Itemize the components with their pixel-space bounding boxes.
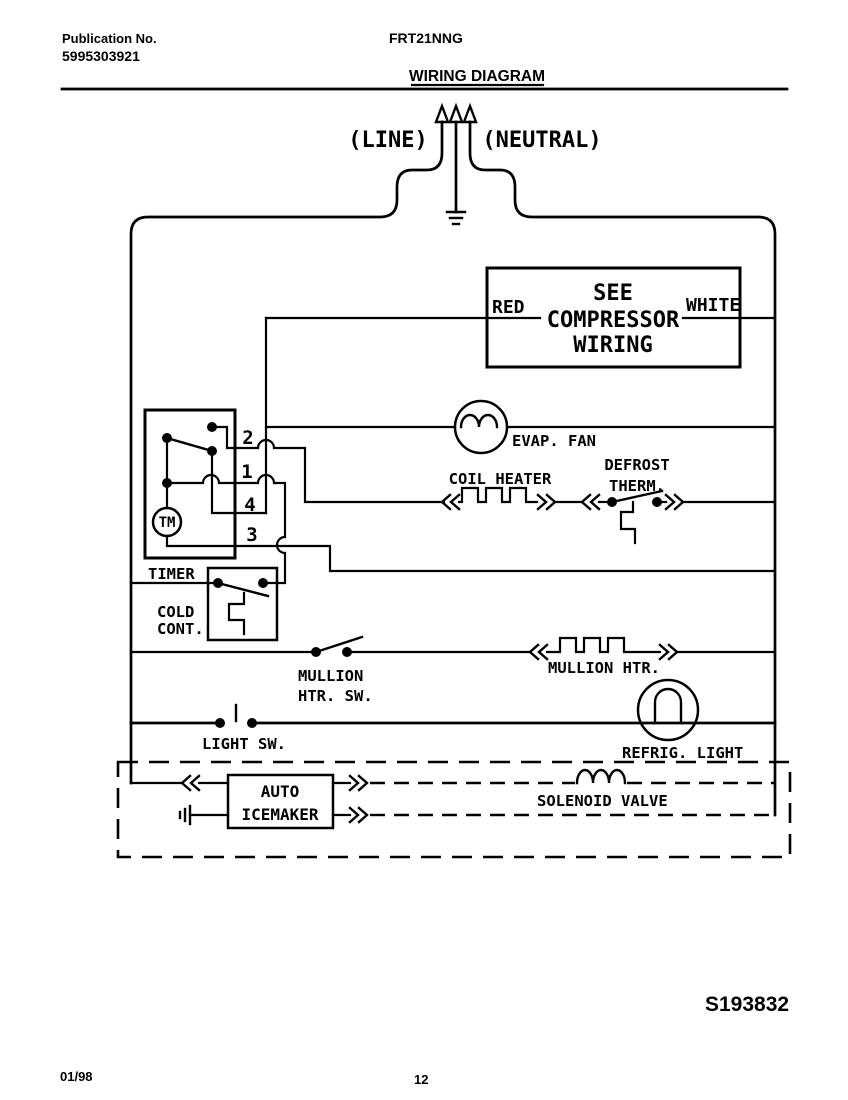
timer-contact-dot	[162, 433, 172, 443]
timer-label: TIMER	[148, 565, 195, 583]
footer-date: 01/98	[60, 1069, 93, 1084]
timer-assembly: TM 2 1 4 3 TIMER	[143, 316, 777, 585]
plug-prong-ground-icon	[448, 102, 464, 124]
publication-number: 5995303921	[62, 48, 140, 64]
timer-contact-dot	[162, 478, 172, 488]
timer-t2-wire	[210, 425, 446, 504]
timer-t4-wire	[210, 449, 268, 515]
solenoid-coil-icon	[575, 768, 627, 785]
solenoid-valve-label: SOLENOID VALVE	[537, 792, 668, 810]
evap-fan-label: EVAP. FAN	[512, 432, 596, 450]
model-number: FRT21NNG	[389, 30, 463, 46]
refrig-light-filament-icon	[653, 687, 683, 725]
optional-kit-dashed-box	[116, 760, 792, 859]
timer-t3-wire	[165, 534, 777, 573]
timer-terminal-2-label: 2	[242, 427, 253, 449]
refrig-light-label: REFRIG. LIGHT	[622, 744, 743, 762]
compressor-box	[485, 266, 742, 369]
mullion-heater-row: MULLION HTR. SW. MULLION HTR.	[129, 635, 777, 705]
terminal-dot	[215, 718, 225, 728]
compressor-text-line1: SEE	[593, 281, 633, 306]
compressor-text-line2: COMPRESSOR	[547, 308, 680, 333]
timer-contact-dot	[207, 422, 217, 432]
terminal-dot	[213, 578, 223, 588]
timer-contact-dot	[207, 446, 217, 456]
cold-control-label-line1: COLD	[157, 603, 194, 621]
plug-prong-neutral-icon	[462, 102, 478, 124]
terminal-dot	[607, 497, 617, 507]
mullion-heater-label: MULLION HTR.	[548, 659, 660, 677]
page-number: 12	[414, 1072, 428, 1087]
line-label: (LINE)	[348, 128, 427, 153]
defrost-therm-switch-arm	[610, 489, 664, 504]
ground-icon	[445, 210, 467, 226]
icemaker-label-line1: AUTO	[261, 782, 300, 801]
timer-terminal-3-label: 3	[246, 524, 257, 546]
cold-control-box	[206, 566, 279, 642]
terminal-dot	[258, 578, 268, 588]
icemaker-label-line2: ICEMAKER	[241, 805, 318, 824]
connector-arrows-icon	[528, 643, 549, 661]
timer-switch-arm	[165, 436, 214, 453]
terminal-dot	[311, 647, 321, 657]
doc-number: S193832	[705, 993, 789, 1016]
publication-label: Publication No.	[62, 31, 157, 46]
page-header: Publication No. 5995303921 FRT21NNG WIRI…	[60, 30, 789, 91]
cold-control-switch-arm	[216, 581, 270, 598]
connector-arrows-icon	[536, 493, 557, 511]
neutral-label: (NEUTRAL)	[482, 128, 601, 153]
neutral-bus-right	[468, 120, 777, 817]
white-wire-label: WHITE	[686, 295, 740, 316]
refrig-light-bulb-icon	[636, 678, 700, 742]
light-row: LIGHT SW. REFRIG. LIGHT	[129, 678, 777, 762]
connector-arrows-icon	[658, 643, 679, 661]
connector-arrows-icon	[664, 493, 685, 511]
cold-control-assembly: COLD CONT.	[129, 566, 279, 642]
line-bus-left	[129, 120, 444, 785]
mullion-heater-element-icon	[545, 636, 662, 654]
timer-terminal-1-label: 1	[241, 461, 252, 483]
evap-fan-row: EVAP. FAN	[264, 399, 777, 455]
coil-heater-element-icon	[457, 486, 539, 504]
red-wire-label: RED	[492, 297, 525, 318]
mullion-switch-arm	[314, 635, 364, 654]
circuit-buses	[129, 120, 777, 817]
page-title: WIRING DIAGRAM	[409, 68, 545, 85]
timer-terminal-4-label: 4	[244, 494, 255, 516]
connector-arrows-icon	[580, 493, 601, 511]
connector-arrows-icon	[180, 774, 201, 792]
compressor-text-line3: WIRING	[573, 333, 652, 358]
defrost-heater-row: COIL HEATER DEFROST THERM.	[440, 456, 777, 545]
timer-motor-label: TM	[159, 515, 176, 531]
defrost-therm-label-line2: THERM.	[609, 477, 665, 495]
cold-control-sensor-icon	[227, 591, 246, 636]
page-footer: S193832 01/98 12	[60, 993, 789, 1087]
power-plug: (LINE) (NEUTRAL)	[348, 102, 602, 226]
mullion-switch-label-line2: HTR. SW.	[298, 687, 373, 705]
icemaker-ground-icon	[178, 804, 192, 826]
light-switch-label: LIGHT SW.	[202, 735, 286, 753]
icemaker-kit-section: AUTO ICEMAKER SOLENOID VALVE	[116, 760, 792, 859]
plug-prong-line-icon	[434, 102, 450, 124]
cold-control-label-line2: CONT.	[157, 620, 204, 638]
auto-icemaker-box	[226, 773, 335, 830]
connector-arrows-icon	[348, 806, 369, 824]
connector-arrows-icon	[348, 774, 369, 792]
connector-arrows-icon	[440, 493, 461, 511]
evap-fan-motor-icon	[453, 399, 509, 455]
mullion-switch-label-line1: MULLION	[298, 667, 363, 685]
defrost-therm-sensor-icon	[619, 500, 637, 545]
compressor-row: RED WHITE SEE COMPRESSOR WIRING	[264, 266, 777, 369]
coil-heater-label: COIL HEATER	[449, 470, 552, 488]
defrost-therm-label-line1: DEFROST	[604, 456, 669, 474]
evap-fan-coil-icon	[459, 413, 499, 429]
